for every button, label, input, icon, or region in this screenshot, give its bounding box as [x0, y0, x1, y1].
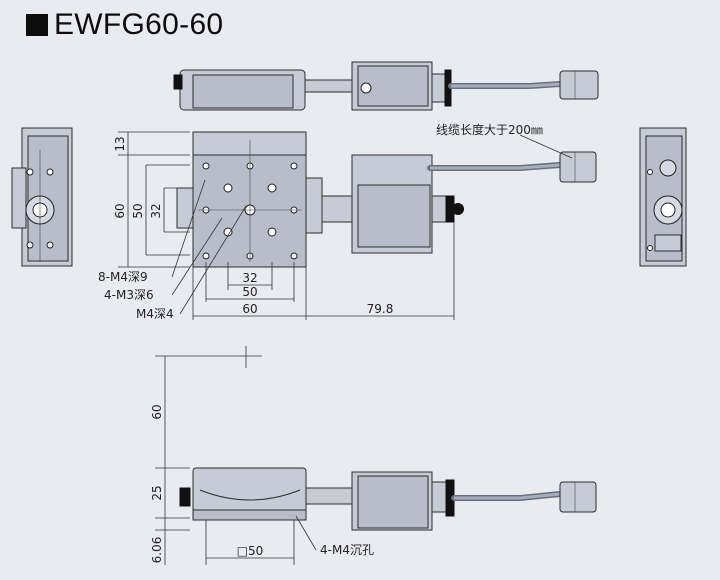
- front-dim-square-50: □50: [237, 544, 264, 558]
- top-side-view: [173, 61, 599, 111]
- title-block: EWFG60-60: [26, 8, 223, 42]
- plan-dimensions: [118, 131, 573, 320]
- callout-m4-depth4: M4深4: [136, 307, 174, 321]
- dim-13: 13: [113, 136, 127, 151]
- plan-view: [176, 131, 597, 268]
- dim-32-width: 32: [242, 271, 257, 285]
- front-dim-25: 25: [150, 485, 164, 500]
- callout-m4-counterbore: 4-M4沉孔: [320, 543, 374, 557]
- title-square-icon: [26, 14, 48, 36]
- dim-60-width: 60: [242, 302, 257, 316]
- callout-m4-depth9: 8-M4深9: [98, 270, 148, 284]
- front-dim-6-06: 6.06: [150, 537, 164, 564]
- dim-79-8: 79.8: [367, 302, 394, 316]
- dim-60-height: 60: [113, 203, 127, 218]
- callout-m3-depth6: 4-M3深6: [104, 288, 154, 302]
- dim-32-height: 32: [149, 203, 163, 218]
- dim-50-width: 50: [242, 285, 257, 299]
- right-end-view: [639, 127, 687, 267]
- dim-50-height: 50: [131, 203, 145, 218]
- left-end-view: [11, 127, 73, 267]
- page-title: EWFG60-60: [54, 8, 224, 41]
- front-dim-60: 60: [150, 404, 164, 419]
- front-view: [155, 346, 597, 565]
- callout-cable-length: 线缆长度大于200㎜: [436, 122, 543, 137]
